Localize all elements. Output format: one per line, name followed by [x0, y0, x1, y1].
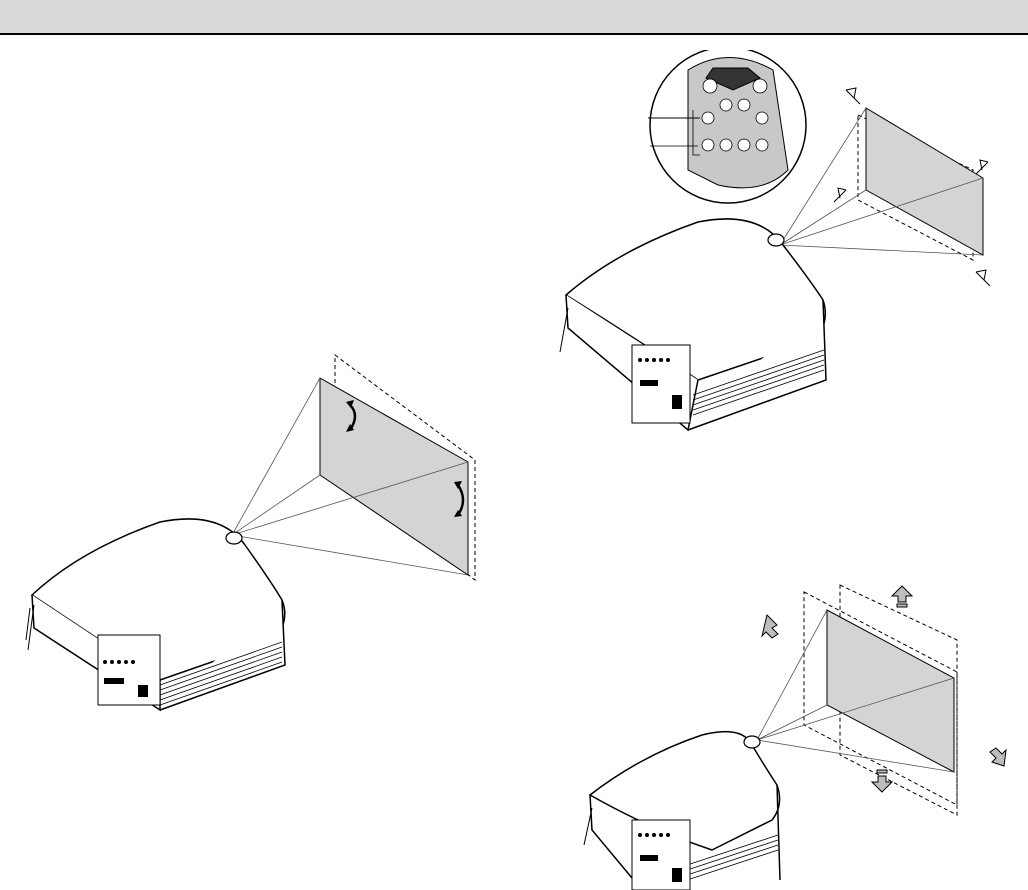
figure-image-shift: [572, 580, 1022, 890]
figure-remote-keystone: [548, 50, 1008, 450]
projector-body: [26, 519, 285, 710]
projector-shift-illustration: [572, 580, 1022, 890]
projector-body: [560, 219, 826, 430]
projected-screen: [320, 378, 468, 575]
projected-screen: [827, 610, 954, 772]
page-header-bar: [0, 0, 1028, 35]
projector-remote-illustration: [548, 50, 1008, 450]
figure-keystone-adjust: [20, 350, 490, 730]
projector-keystone-illustration: [20, 350, 490, 730]
projector-body: [584, 732, 780, 890]
projected-screen: [866, 108, 983, 255]
